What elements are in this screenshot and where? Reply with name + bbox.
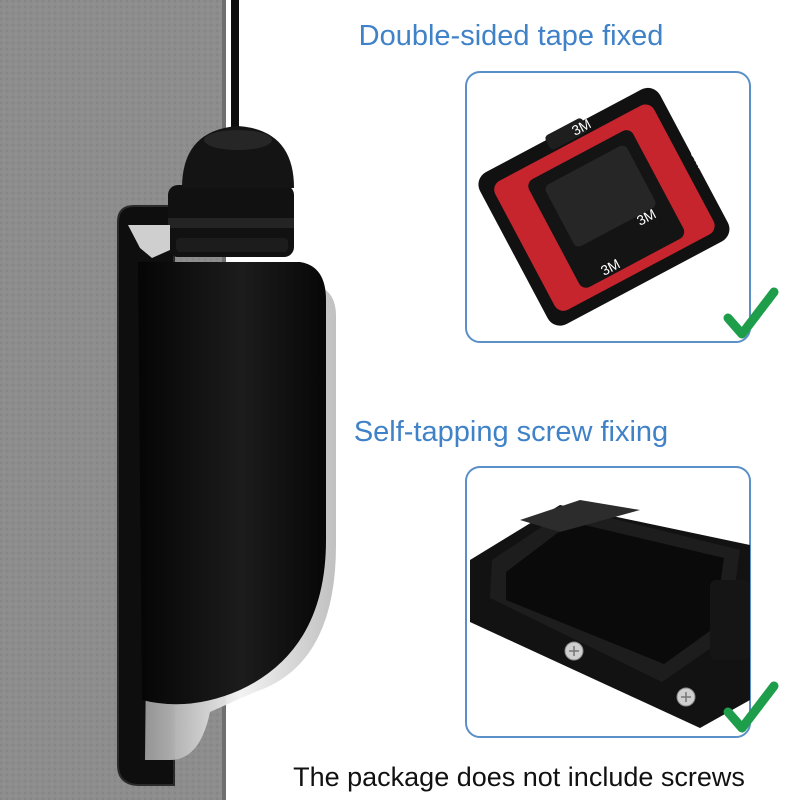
tape-product-image [478, 87, 730, 326]
screw-product-image [470, 500, 750, 728]
tape-label: 3M [598, 255, 623, 278]
tape-label: 3M [634, 205, 659, 228]
tape-3m-labels: 3M 3M 3M 3M 3M [569, 77, 711, 278]
screw-panel-frame [465, 466, 751, 738]
tape-label: 3M [569, 115, 594, 138]
check-icon [723, 287, 779, 339]
screw-head [676, 687, 696, 707]
black-cover-body [138, 262, 326, 705]
wall-mount-product-photo [0, 0, 336, 800]
tape-caption: Double-sided tape fixed [358, 20, 664, 52]
check-icon [723, 681, 779, 733]
package-note: The package does not include screws [293, 762, 745, 792]
cable [231, 0, 239, 150]
tape-label: 3M [687, 146, 710, 171]
tape-panel-frame [465, 71, 751, 343]
tape-label: 3M [614, 77, 639, 100]
screw-head [564, 641, 584, 661]
screw-caption: Self-tapping screw fixing [353, 416, 669, 448]
